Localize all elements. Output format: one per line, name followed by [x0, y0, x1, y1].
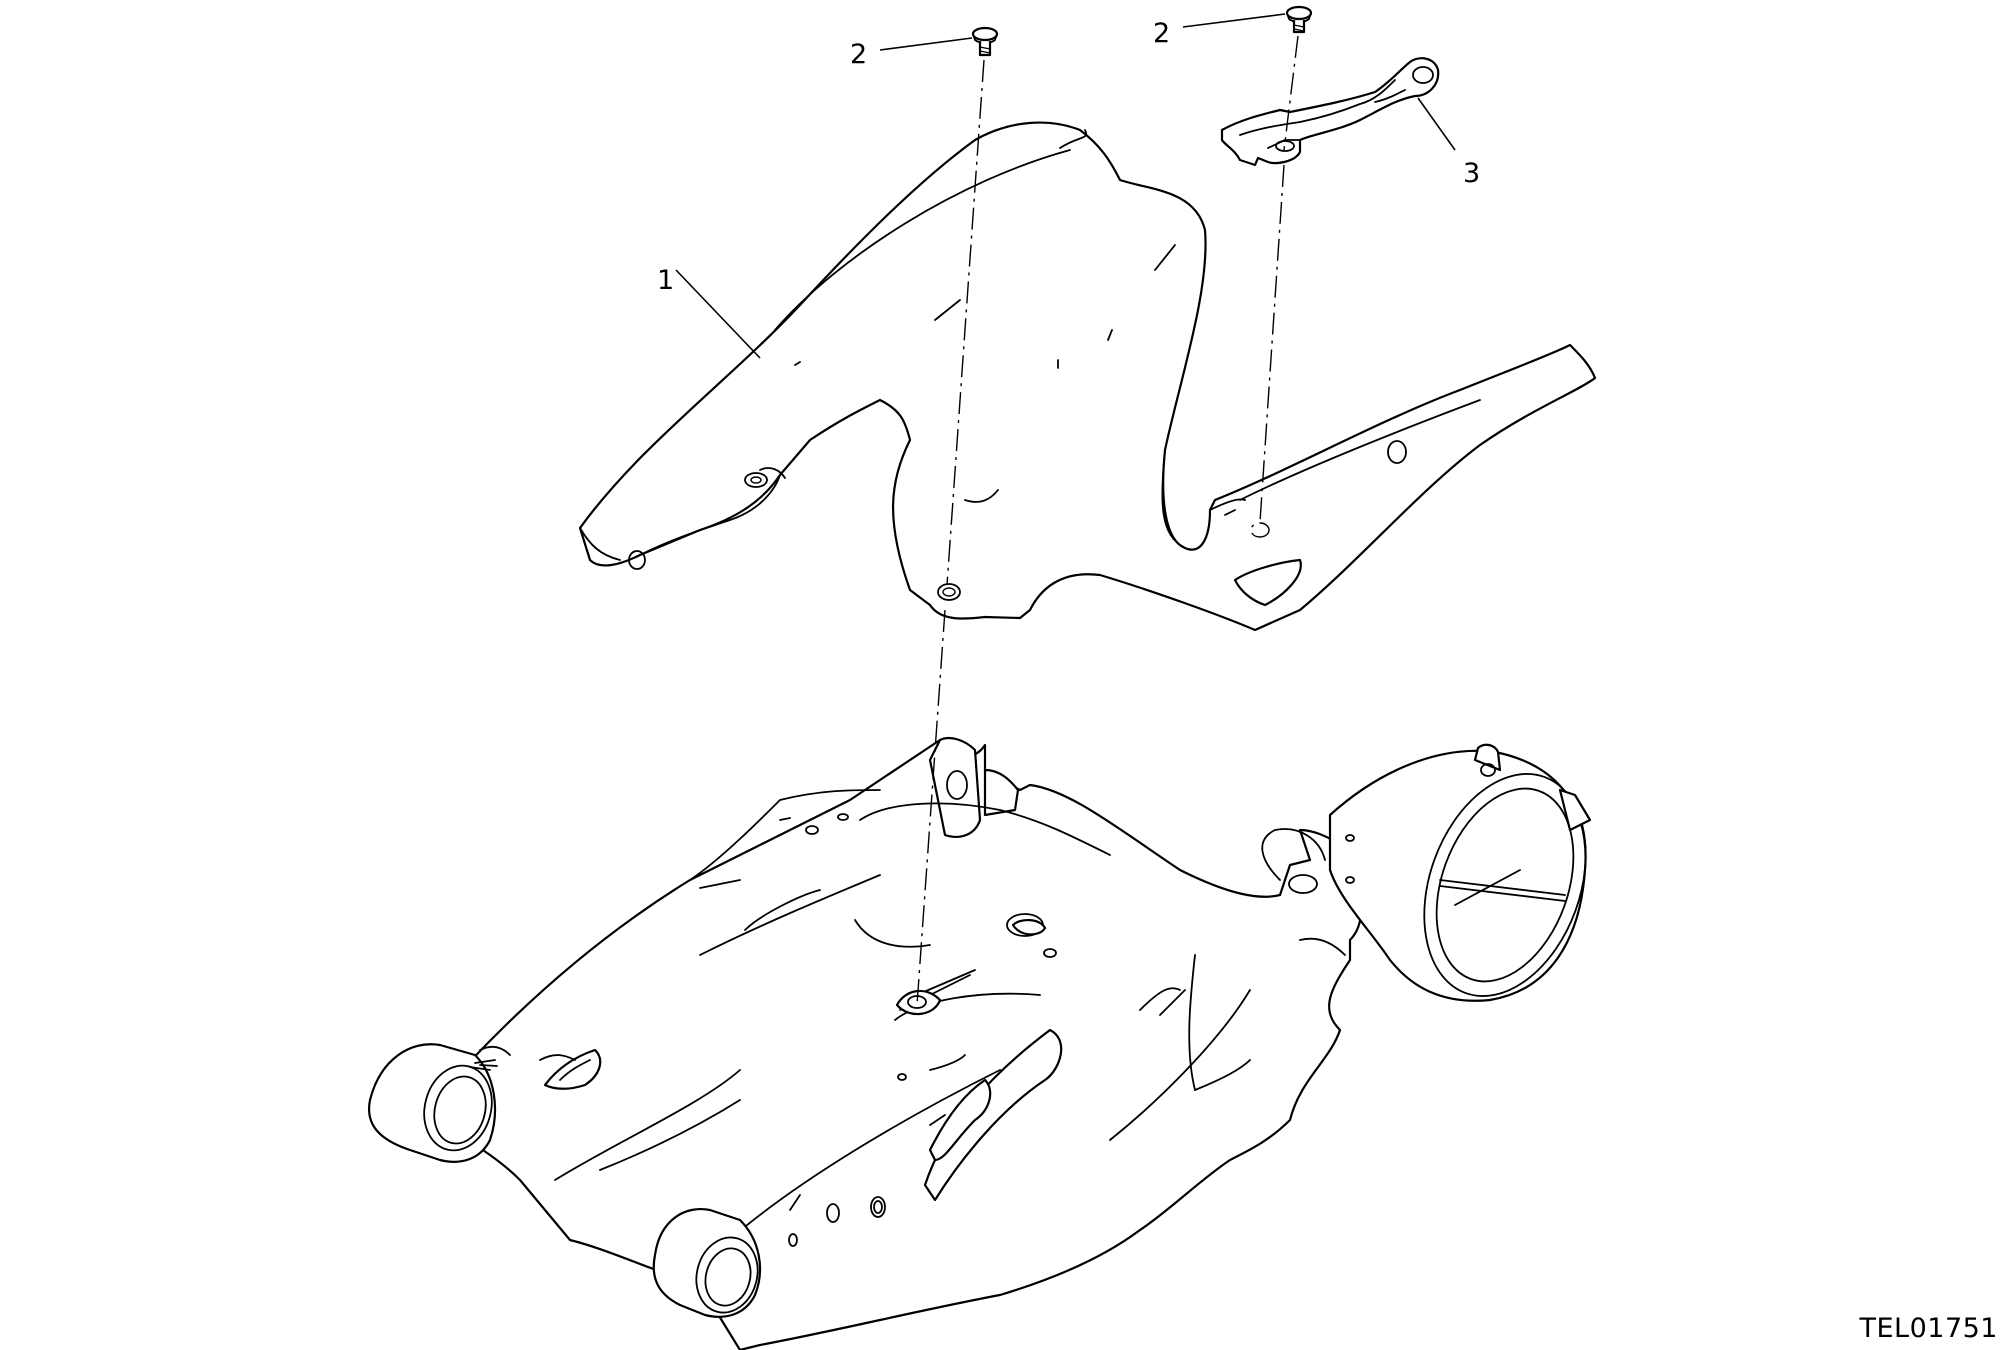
bracket: [1220, 57, 1440, 167]
screw-right: [1285, 5, 1313, 34]
callout-leaders: [675, 13, 1456, 359]
callout-3: 3: [1463, 158, 1480, 189]
assembly-axes: [916, 35, 1299, 1006]
callout-1: 1: [657, 265, 674, 296]
swingarm: [367, 736, 1592, 1350]
callout-labels: 1 2 2 3: [657, 18, 1480, 296]
chain-guard: [578, 121, 1597, 632]
drawing-code: TEL01751: [1859, 1313, 1998, 1344]
screw-left: [971, 26, 999, 57]
callout-2-right: 2: [1153, 18, 1170, 49]
callout-2-left: 2: [850, 39, 867, 70]
